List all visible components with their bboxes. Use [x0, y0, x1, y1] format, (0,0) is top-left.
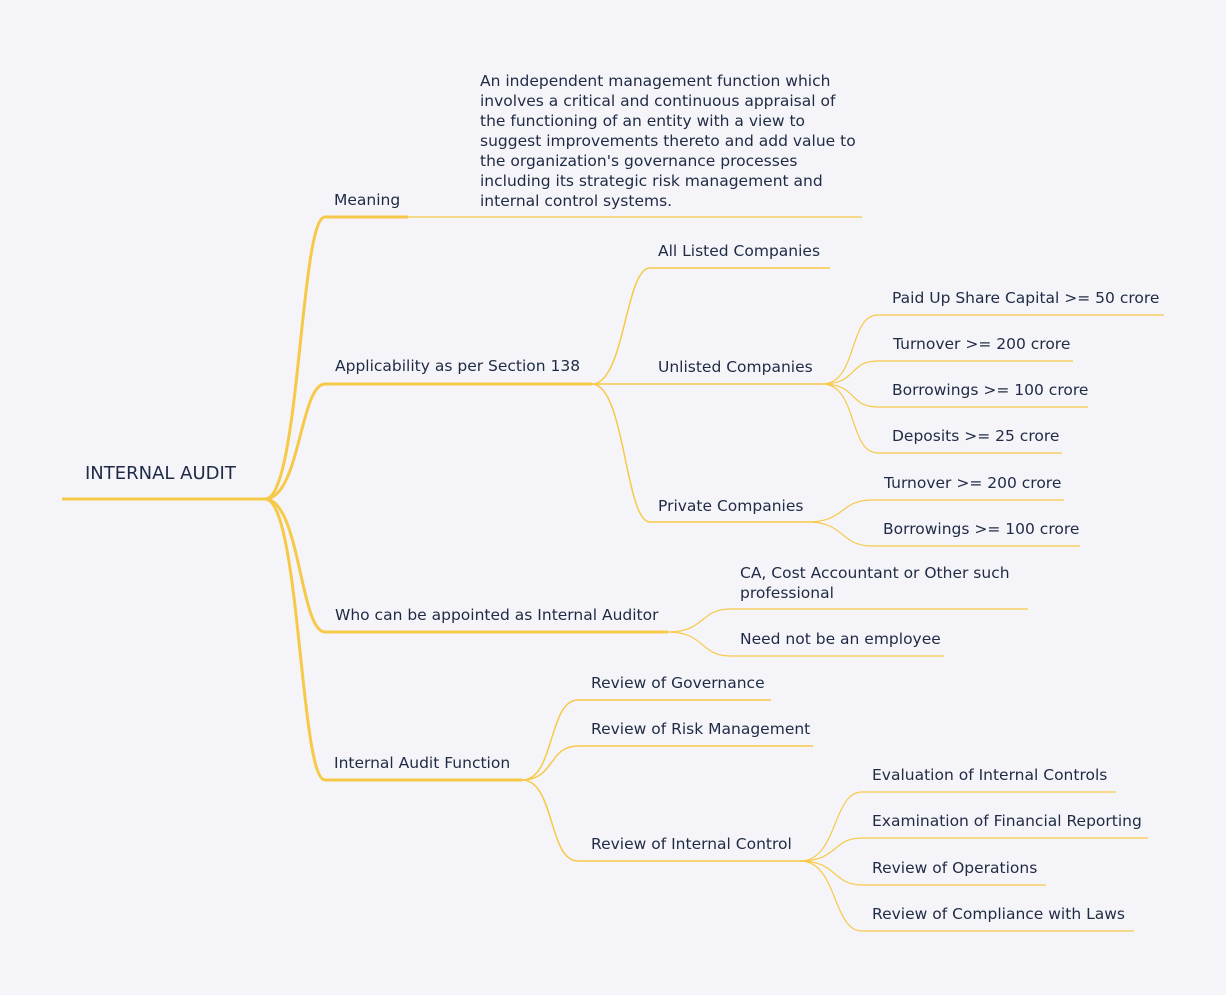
unlisted-criterion-turnover[interactable]: Turnover >= 200 crore: [893, 335, 1071, 353]
branch-applicability: [264, 382, 592, 501]
topic-meaning[interactable]: Meaning: [334, 191, 401, 209]
topic-unlisted-companies[interactable]: Unlisted Companies: [658, 358, 813, 376]
branch-private-1: [807, 499, 1064, 523]
topic-applicability[interactable]: Applicability as per Section 138: [335, 357, 581, 375]
private-criterion-borrowings[interactable]: Borrowings >= 100 crore: [883, 520, 1080, 538]
topic-audit-function[interactable]: Internal Audit Function: [334, 754, 511, 772]
topic-review-risk[interactable]: Review of Risk Management: [591, 720, 811, 738]
topic-appointment[interactable]: Who can be appointed as Internal Auditor: [335, 606, 659, 624]
control-operations[interactable]: Review of Operations: [872, 859, 1038, 877]
meaning-definition[interactable]: An independent management function which…: [480, 72, 856, 210]
control-financial-reporting[interactable]: Examination of Financial Reporting: [872, 812, 1142, 830]
appointment-not-employee[interactable]: Need not be an employee: [740, 630, 941, 648]
branch-unlisted-1: [821, 314, 1164, 385]
branch-private-2: [807, 521, 1080, 547]
root-topic[interactable]: INTERNAL AUDIT: [85, 463, 236, 484]
branch-governance: [521, 699, 771, 781]
branch-appointment-1: [667, 608, 1028, 633]
branch-unlisted-4: [821, 383, 1062, 454]
unlisted-criterion-deposits[interactable]: Deposits >= 25 crore: [892, 427, 1060, 445]
topic-listed-companies[interactable]: All Listed Companies: [658, 242, 821, 260]
branch-appointment-2: [667, 631, 944, 657]
branch-control-3: [799, 860, 1046, 886]
branch-listed: [591, 267, 830, 385]
unlisted-criterion-share-capital[interactable]: Paid Up Share Capital >= 50 crore: [892, 289, 1160, 307]
branch-unlisted-3: [821, 383, 1088, 408]
branch-private: [591, 383, 808, 523]
control-evaluation[interactable]: Evaluation of Internal Controls: [872, 766, 1108, 784]
branch-control: [521, 779, 800, 862]
branch-meaning: [264, 215, 408, 501]
branch-function: [264, 497, 522, 782]
topic-review-governance[interactable]: Review of Governance: [591, 674, 765, 692]
branch-appointment: [264, 497, 668, 634]
appointment-professional[interactable]: CA, Cost Accountant or Other such profes…: [740, 564, 1010, 602]
branch-control-1: [799, 791, 1116, 862]
branch-risk: [521, 745, 813, 781]
private-criterion-turnover[interactable]: Turnover >= 200 crore: [884, 474, 1062, 492]
unlisted-criterion-borrowings[interactable]: Borrowings >= 100 crore: [892, 381, 1089, 399]
branch-control-2: [799, 837, 1148, 862]
topic-private-companies[interactable]: Private Companies: [658, 497, 804, 515]
branch-control-4: [799, 860, 1134, 932]
topic-review-internal-control[interactable]: Review of Internal Control: [591, 835, 792, 853]
branch-unlisted-2: [821, 360, 1073, 385]
control-compliance[interactable]: Review of Compliance with Laws: [872, 905, 1125, 923]
